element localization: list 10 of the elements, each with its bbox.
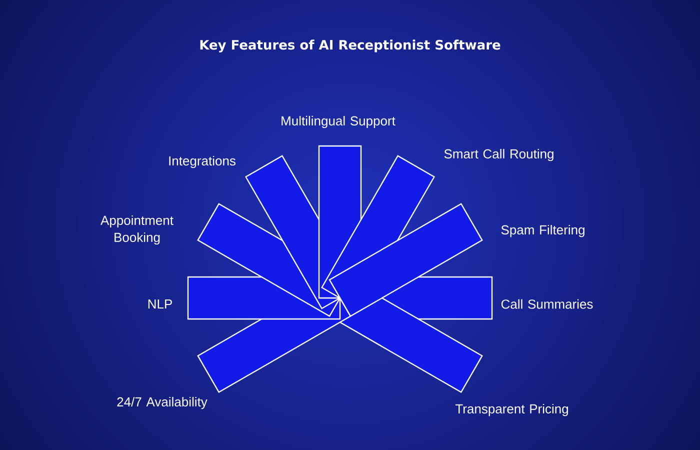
- feature-label: NLP: [148, 300, 172, 308]
- feature-label: Call Summaries: [501, 299, 593, 309]
- feature-label: Multilingual Support: [282, 116, 396, 128]
- feature-label: Spam Filtering: [501, 224, 584, 238]
- feature-label: Transparent Pricing: [455, 404, 568, 416]
- feature-label: 24/7 Availability: [117, 396, 208, 410]
- feature-label: Smart Call Routing: [444, 148, 554, 162]
- feature-label: Appointment Booking: [100, 215, 174, 245]
- title: Key Features of AI Receptionist Software: [200, 40, 500, 52]
- feature-label: Integrations: [169, 156, 236, 168]
